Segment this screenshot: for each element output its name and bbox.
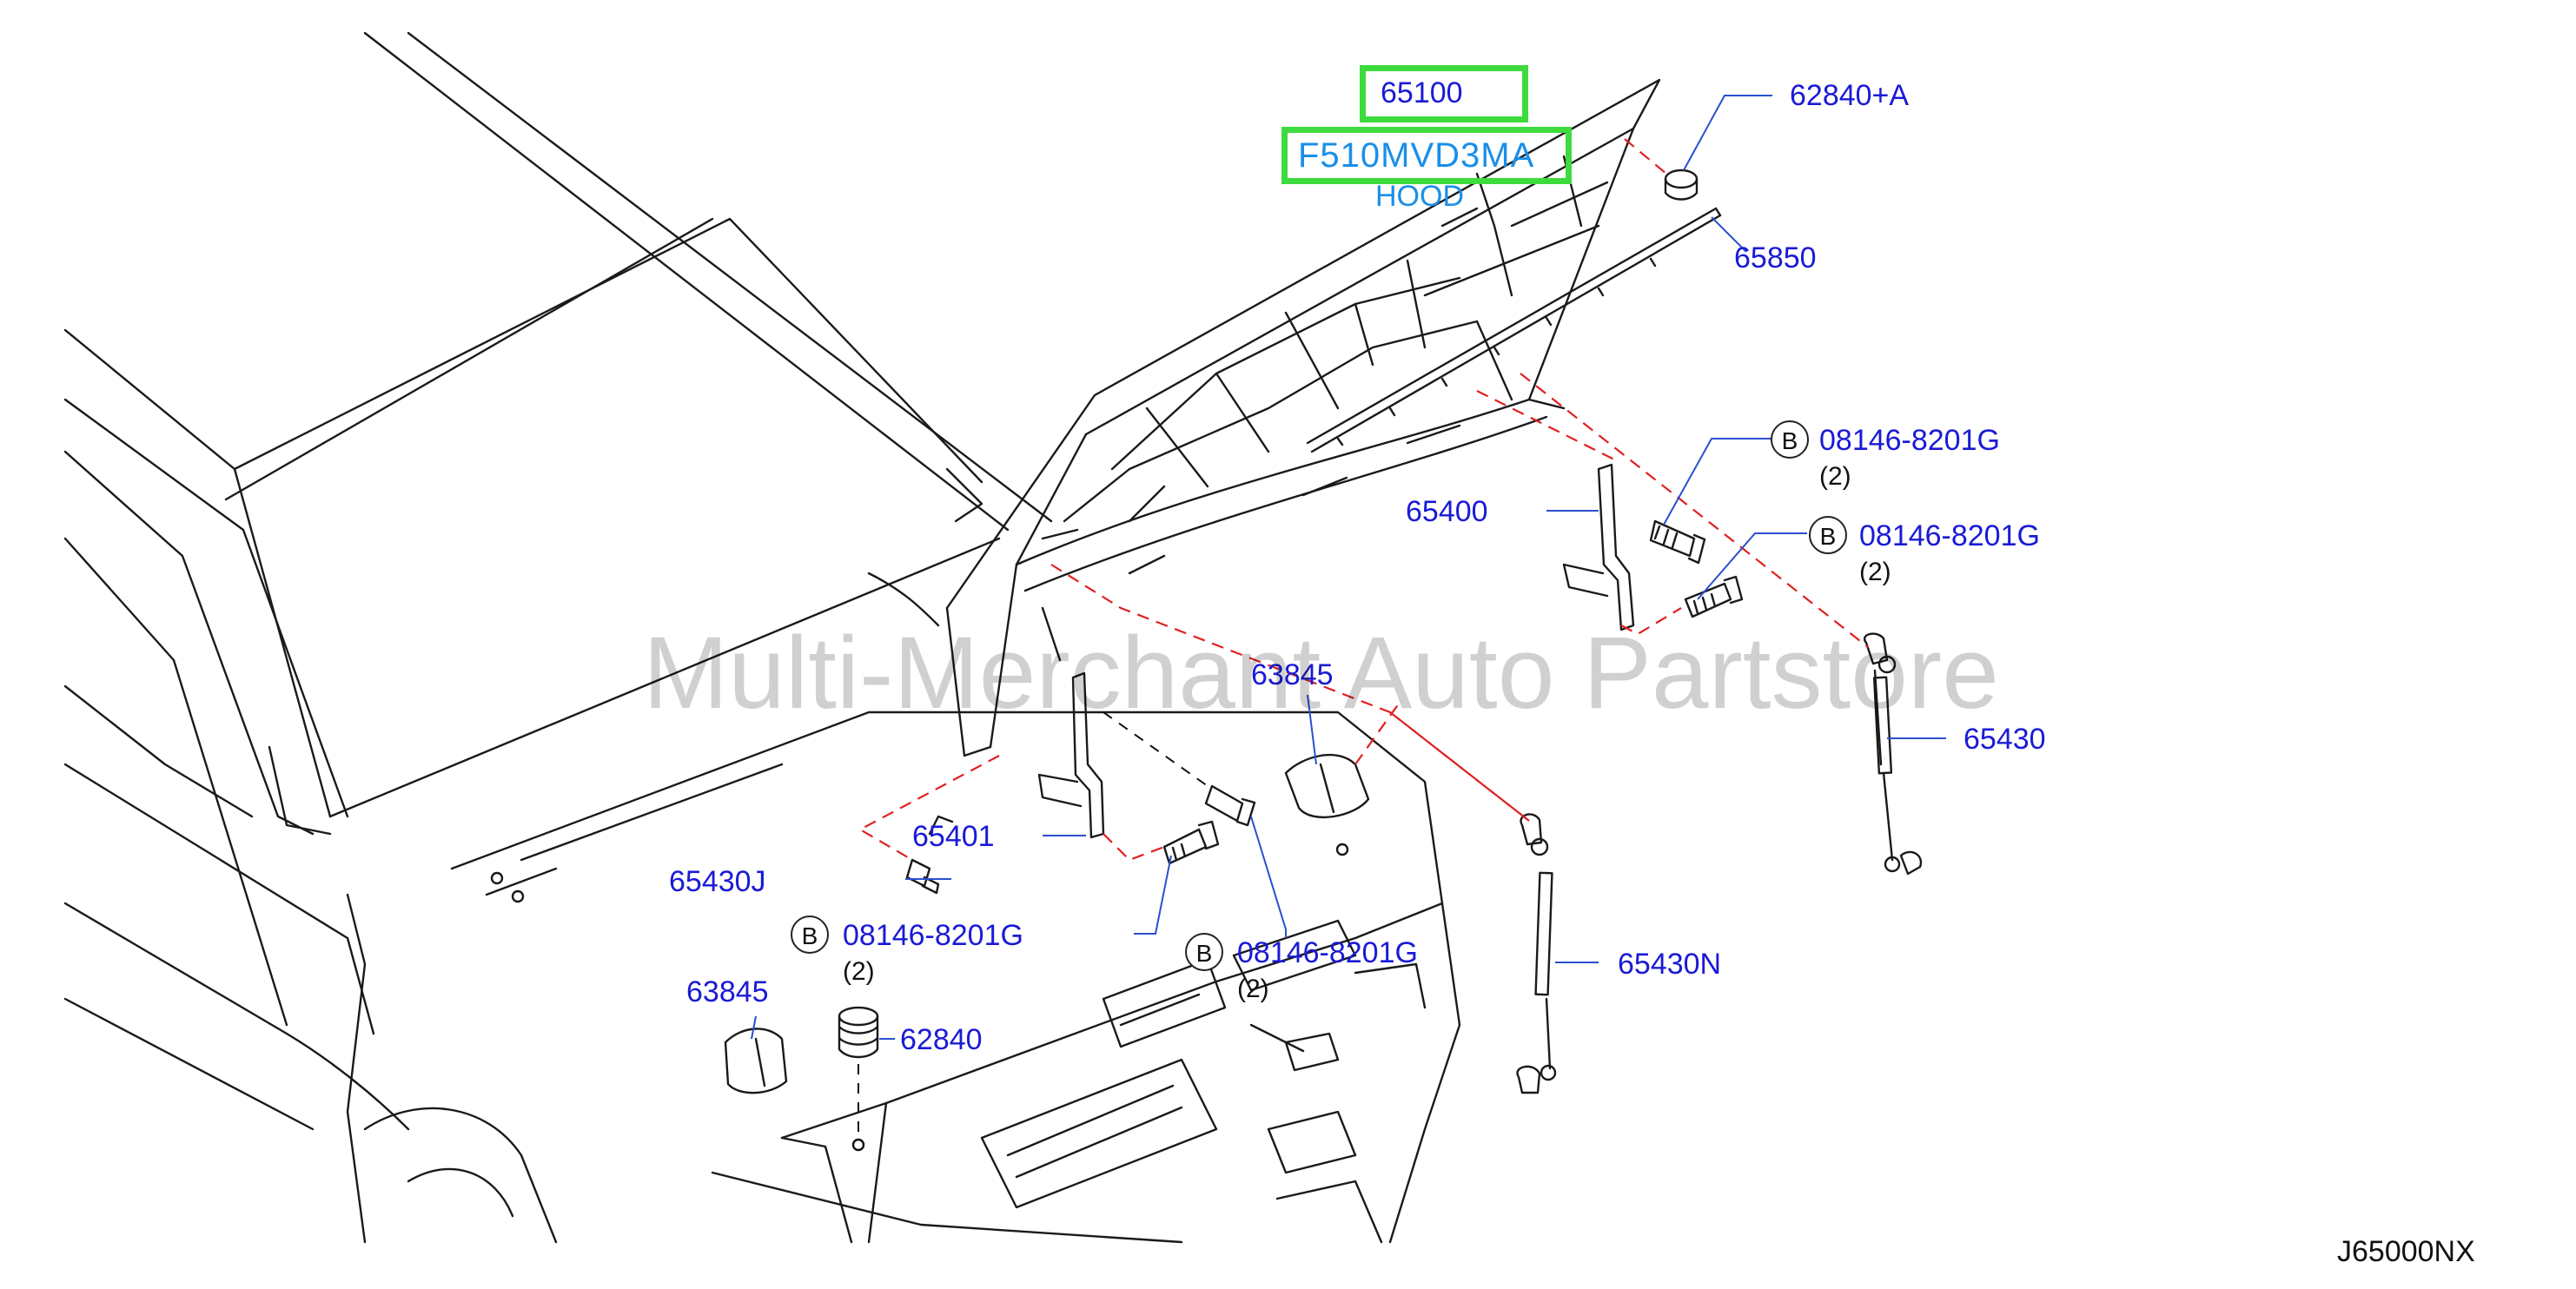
- hood-name-label: HOOD: [1375, 180, 1464, 213]
- callout-65400[interactable]: 65400: [1406, 495, 1488, 528]
- callout-63845-bottom[interactable]: 63845: [686, 975, 769, 1008]
- bumper-62840a: [1664, 169, 1699, 201]
- callout-65401[interactable]: 65401: [912, 820, 995, 853]
- callout-62840[interactable]: 62840: [900, 1023, 983, 1056]
- qty-08146-8201g-2: (2): [1859, 558, 1891, 586]
- watermark: Multi-Merchant Auto Partstore: [643, 616, 1999, 730]
- badge-b-3: B: [791, 916, 829, 954]
- hood-part-number[interactable]: 65100: [1381, 76, 1463, 109]
- car-body-outline: [63, 31, 1461, 1244]
- stud-65430j: [905, 858, 940, 895]
- hood-part-number-highlight: [1360, 65, 1528, 122]
- diagram-code: J65000NX: [2337, 1235, 2475, 1268]
- callout-65430[interactable]: 65430: [1963, 723, 2046, 756]
- bolt-lower-1: [1162, 820, 1220, 865]
- callout-08146-8201g-2[interactable]: 08146-8201G: [1859, 519, 2040, 552]
- hood-panel: [945, 78, 1661, 757]
- strut-65430n: [1516, 813, 1557, 1094]
- qty-08146-8201g-4: (2): [1237, 975, 1269, 1003]
- hinge-65400: [1562, 463, 1635, 631]
- bumper-63845-top: [1284, 753, 1370, 819]
- callout-08146-8201g-1[interactable]: 08146-8201G: [1819, 424, 2000, 457]
- bumper-63845-bottom: [724, 1028, 788, 1094]
- bolt-upper-1: [1649, 519, 1706, 565]
- bumper-62840: [838, 1006, 879, 1059]
- callout-08146-8201g-3[interactable]: 08146-8201G: [843, 919, 1023, 952]
- strut-65430: [1864, 632, 1923, 876]
- hood-model-code[interactable]: F510MVD3MA: [1298, 136, 1535, 175]
- bolt-lower-2: [1204, 784, 1256, 827]
- callout-62840a[interactable]: 62840+A: [1790, 79, 1910, 112]
- callout-63845-top[interactable]: 63845: [1251, 658, 1334, 691]
- badge-b-4: B: [1185, 933, 1223, 971]
- callout-65430j[interactable]: 65430J: [669, 865, 766, 898]
- badge-b-1: B: [1771, 420, 1809, 459]
- leader-lines: [751, 95, 1946, 1040]
- hood-model-code-highlight: [1281, 127, 1572, 184]
- qty-08146-8201g-3: (2): [843, 957, 875, 986]
- callout-08146-8201g-4[interactable]: 08146-8201G: [1237, 936, 1418, 969]
- assembly-guides: [858, 138, 1869, 862]
- badge-b-2: B: [1809, 516, 1847, 554]
- center-guides: [852, 711, 1209, 1151]
- qty-08146-8201g-1: (2): [1819, 462, 1851, 491]
- callout-65850[interactable]: 65850: [1734, 241, 1817, 274]
- bolt-upper-2: [1684, 575, 1744, 618]
- callout-65430n[interactable]: 65430N: [1618, 948, 1722, 981]
- weatherstrip-65850: [1306, 207, 1722, 453]
